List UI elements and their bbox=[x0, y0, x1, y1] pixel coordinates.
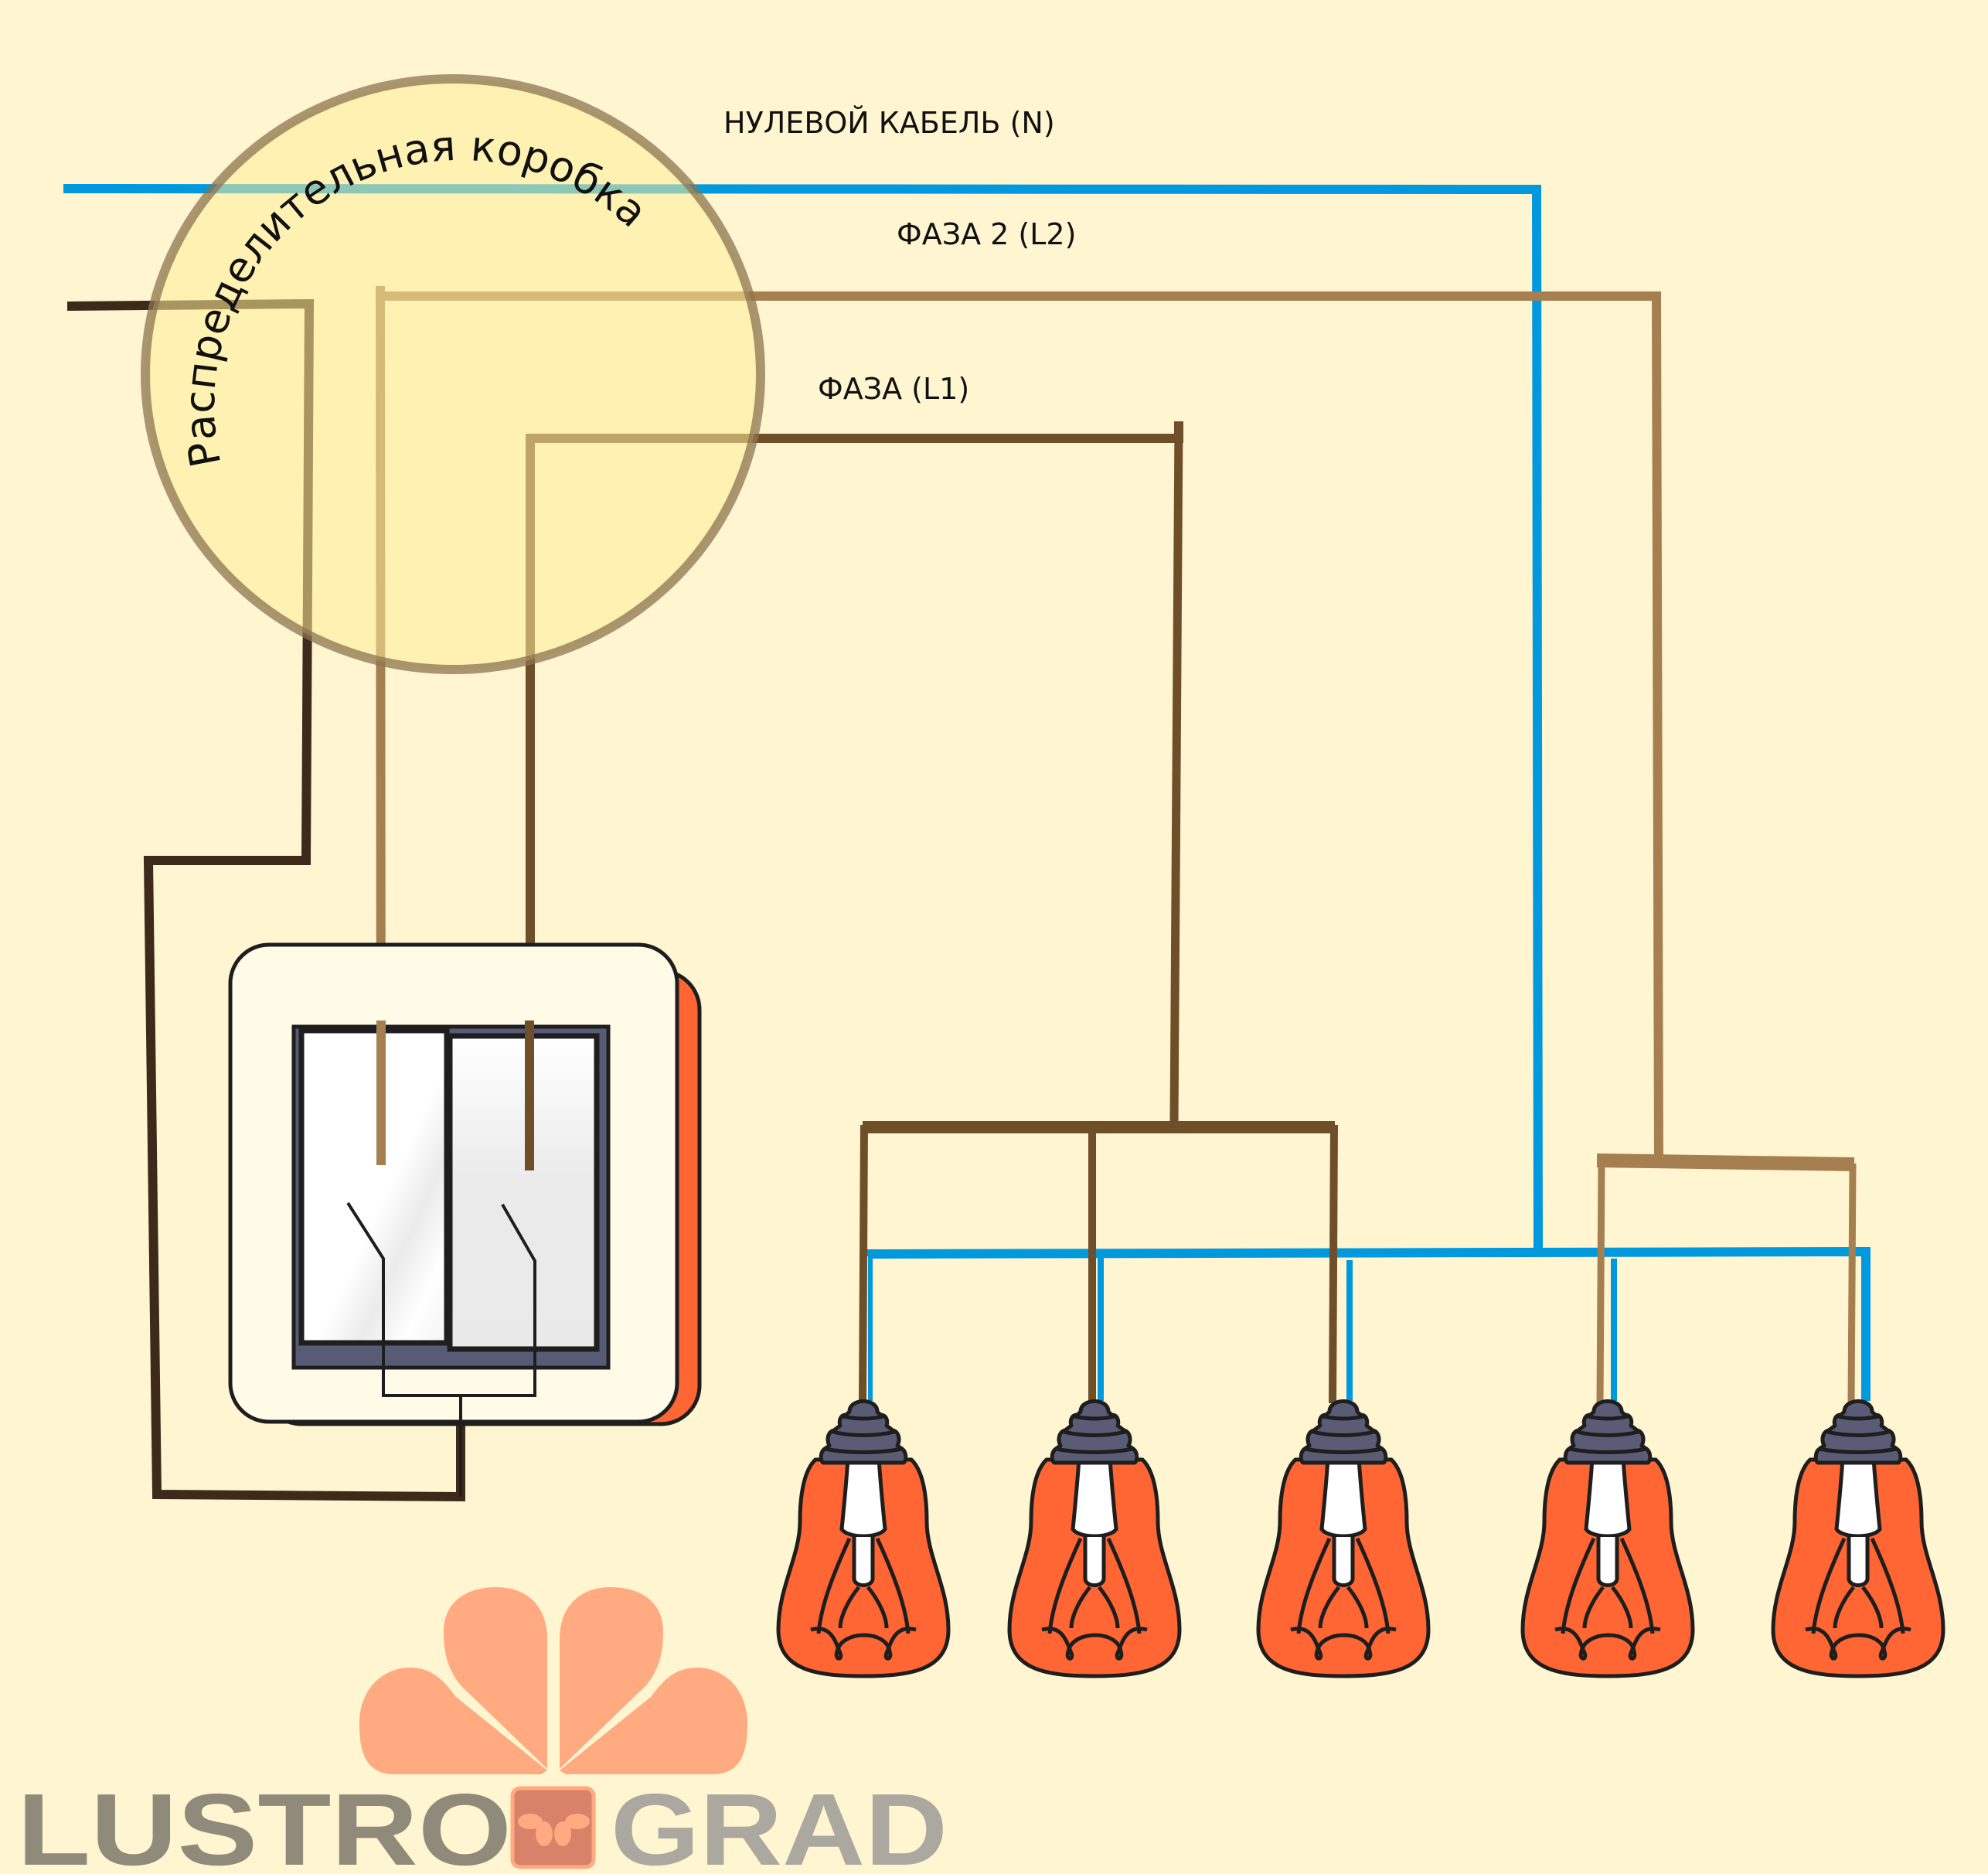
logo-petals-icon bbox=[359, 1587, 747, 1774]
logo-text-lustro: LUSTRO bbox=[17, 1773, 512, 1874]
phase1-drop-1 bbox=[859, 1124, 868, 1404]
logo-box-icon bbox=[510, 1786, 596, 1869]
phase1-drop-3 bbox=[1329, 1124, 1338, 1404]
phase1-riser bbox=[1169, 421, 1183, 1126]
neutral-label: НУЛЕВОЙ КАБЕЛЬ (N) bbox=[723, 106, 1055, 140]
lustrograd-logo: LUSTRO GRAD bbox=[17, 1587, 948, 1874]
phase1-label: ФАЗА (L1) bbox=[818, 372, 969, 406]
junction-box: Распределительная коробка bbox=[141, 74, 765, 674]
logo-text-grad: GRAD bbox=[611, 1773, 948, 1874]
phase2-drop-4 bbox=[1596, 1163, 1605, 1404]
double-switch[interactable] bbox=[228, 942, 702, 1497]
phase2-label: ФАЗА 2 (L2) bbox=[897, 217, 1076, 251]
junction-box-circle bbox=[141, 74, 765, 674]
switch-key-1[interactable] bbox=[298, 1027, 450, 1346]
phase2-drop-5 bbox=[1847, 1163, 1857, 1404]
phase2-bus bbox=[1596, 1153, 1855, 1171]
switch-key-2[interactable] bbox=[447, 1033, 600, 1352]
